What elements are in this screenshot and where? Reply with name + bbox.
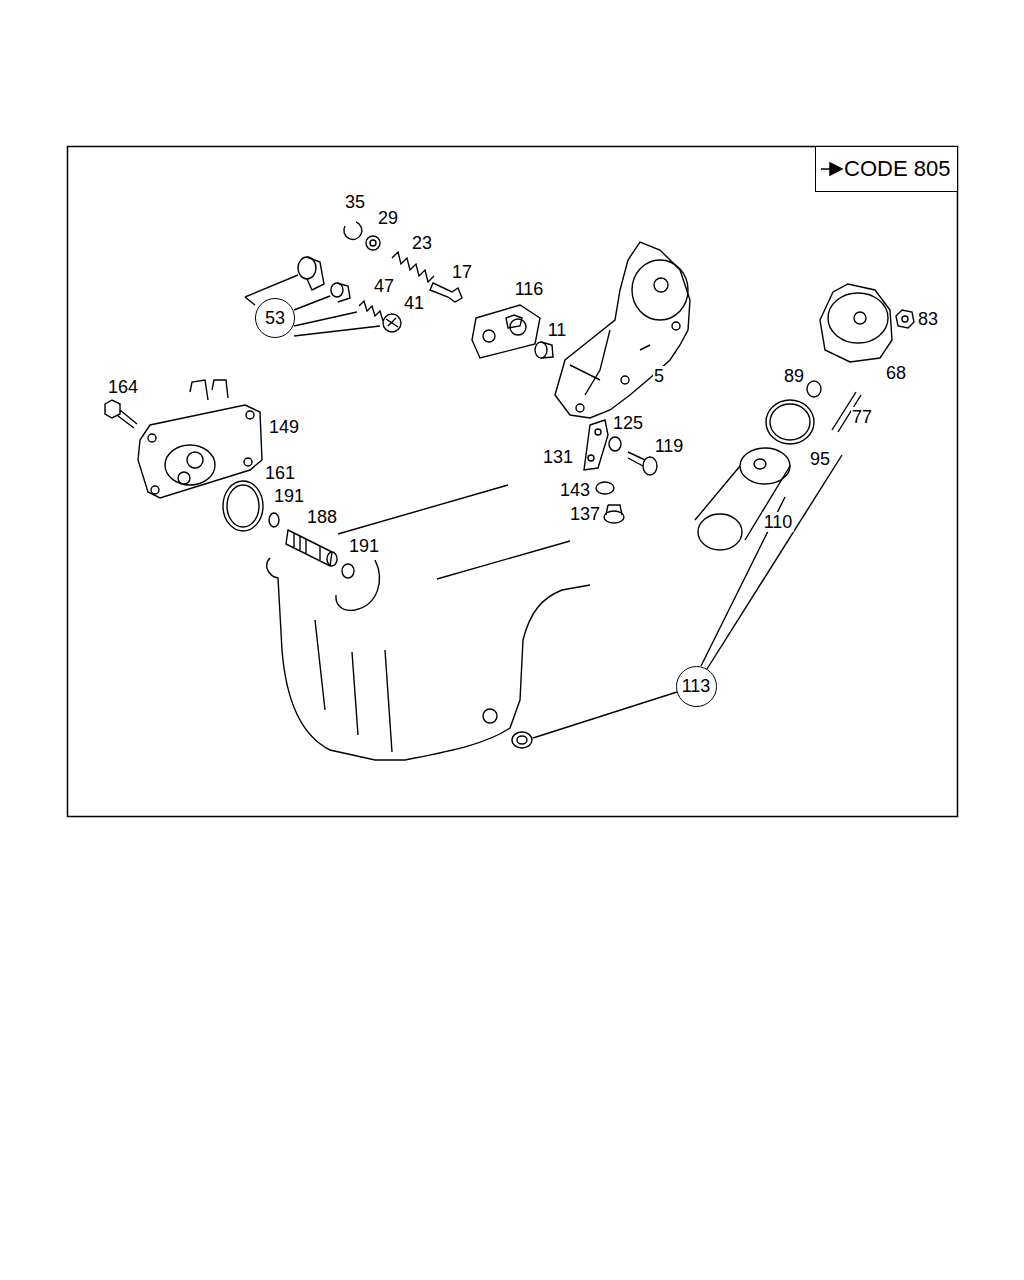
callout-number: 89: [783, 366, 805, 386]
callout-number: 110: [763, 512, 794, 532]
callout-number: 137: [569, 504, 601, 524]
callout-number: 188: [306, 507, 338, 527]
callout-number: 191: [348, 536, 380, 556]
callout-number: 119: [654, 436, 685, 456]
callout-circle: 113: [676, 666, 717, 707]
code-box: CODE 805: [815, 146, 957, 192]
callout-number: 11: [547, 320, 568, 340]
callout-number: 35: [344, 192, 366, 212]
callout-number: 23: [411, 233, 433, 253]
callout-number: 83: [917, 309, 939, 329]
callout-number: 53: [265, 308, 285, 329]
callout-number: 116: [514, 279, 545, 299]
callout-number: 29: [377, 208, 399, 228]
callout-number: 68: [885, 363, 907, 383]
callout-number: 191: [273, 486, 305, 506]
callout-number: 149: [268, 417, 300, 437]
code-text: CODE 805: [844, 156, 950, 182]
callout-number: 161: [264, 463, 296, 483]
callout-number: 47: [373, 276, 395, 296]
arrow-symbol: [820, 161, 844, 177]
callout-number: 17: [451, 262, 473, 282]
callout-number: 164: [107, 377, 139, 397]
callout-number: 41: [403, 293, 425, 313]
callout-number: 77: [851, 407, 873, 427]
callout-circle: 53: [255, 298, 295, 338]
callout-number: 131: [542, 447, 574, 467]
callout-number: 113: [682, 676, 711, 697]
callout-number: 5: [653, 366, 665, 386]
callout-number: 125: [612, 413, 644, 433]
callout-number: 95: [809, 449, 831, 469]
callout-number: 143: [559, 480, 591, 500]
